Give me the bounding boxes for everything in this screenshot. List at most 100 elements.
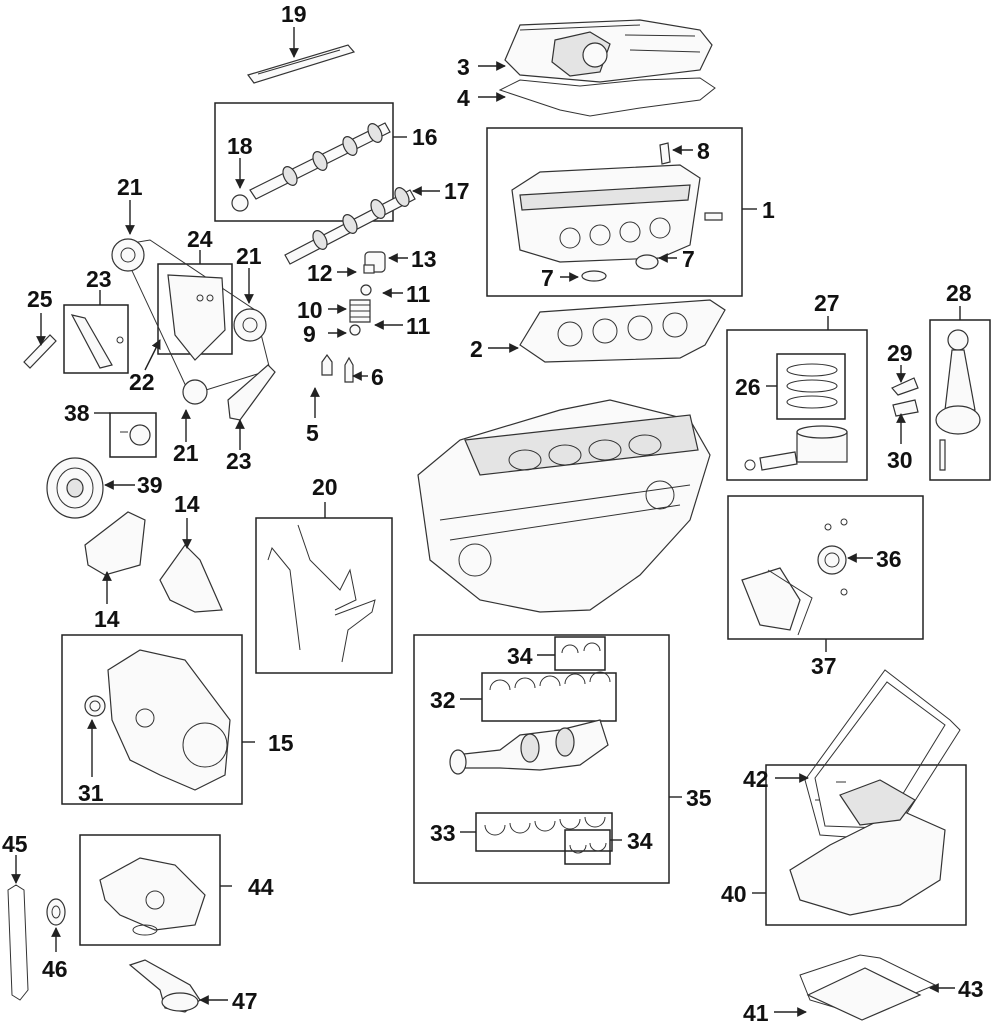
lower-oil-pan-drawing <box>799 954 937 1021</box>
callout-18: 18 <box>227 133 253 159</box>
callout-19: 19 <box>281 1 307 27</box>
head-gasket-strip-drawing <box>247 44 356 84</box>
callout-42: 42 <box>743 766 769 792</box>
timing-chain-drawing <box>111 238 271 405</box>
group-frames <box>61 102 991 946</box>
head-gasket-drawing <box>519 299 726 363</box>
callout-31: 31 <box>78 780 104 806</box>
frame-oil-pump <box>79 834 221 946</box>
callout-38: 38 <box>64 400 90 426</box>
callout-21-bottom: 21 <box>173 440 199 466</box>
chain-guide-23-drawing <box>70 314 276 421</box>
oil-pan-gasket-drawing <box>804 669 961 841</box>
callout-32: 32 <box>430 687 456 713</box>
crankshaft-pulley-drawing <box>46 457 104 519</box>
leader-lines <box>11 27 961 1017</box>
cylinder-head-drawing <box>511 142 723 282</box>
callout-6: 6 <box>371 364 384 390</box>
callout-25: 25 <box>27 286 53 312</box>
frame-thrust-bearings-top <box>554 636 606 671</box>
callout-7-left: 7 <box>541 265 554 291</box>
callout-11-bottom: 11 <box>406 313 431 339</box>
callout-14-top: 14 <box>174 491 200 517</box>
rear-seal-drawing <box>741 518 848 636</box>
frame-timing-cover <box>61 634 243 805</box>
callout-44: 44 <box>248 874 274 900</box>
callout-45: 45 <box>2 831 28 857</box>
frame-camshafts <box>214 102 394 222</box>
callout-11-top: 11 <box>406 281 431 307</box>
callout-34-top: 34 <box>507 643 533 669</box>
callout-16: 16 <box>412 124 438 150</box>
valve-cover-drawing <box>504 19 713 83</box>
cover-plates-drawing <box>84 511 223 613</box>
callout-17: 17 <box>444 178 470 204</box>
callout-1: 1 <box>762 197 775 223</box>
callout-46: 46 <box>42 956 68 982</box>
callout-28: 28 <box>946 280 972 306</box>
callout-43: 43 <box>958 976 984 1002</box>
frame-thrust-bearings-bottom <box>564 829 611 865</box>
connecting-rod-drawing <box>891 329 981 471</box>
callout-7-right: 7 <box>682 246 695 272</box>
timing-cover-gaskets-drawing <box>267 524 376 663</box>
callout-22: 22 <box>129 369 155 395</box>
engine-block-drawing <box>417 399 711 613</box>
callout-29: 29 <box>887 340 913 366</box>
callout-2: 2 <box>470 336 483 362</box>
oil-pump-sprocket-drawing <box>46 898 66 926</box>
callout-40: 40 <box>721 881 747 907</box>
callout-35: 35 <box>686 785 712 811</box>
callout-27: 27 <box>814 290 840 316</box>
oil-pickup-tube-drawing <box>128 959 201 1013</box>
callout-36: 36 <box>876 546 902 572</box>
callout-47: 47 <box>232 988 258 1014</box>
callout-23-left: 23 <box>86 266 112 292</box>
callout-37: 37 <box>811 653 837 679</box>
callout-12: 12 <box>307 260 333 286</box>
piston-assembly-drawing <box>744 363 848 471</box>
callout-30: 30 <box>887 447 913 473</box>
callout-9: 9 <box>303 321 316 347</box>
oil-pan-drawing <box>789 779 946 916</box>
oil-pump-chain-drawing <box>7 884 29 1001</box>
tensioner-bolt-drawing <box>23 334 57 369</box>
callout-8: 8 <box>697 138 710 164</box>
callout-5: 5 <box>306 420 319 446</box>
callout-24: 24 <box>187 226 213 252</box>
oil-pump-drawing <box>99 857 206 936</box>
timing-cover-drawing <box>84 649 231 791</box>
callout-23-bottom: 23 <box>226 448 252 474</box>
frame-lower-bearings <box>475 812 613 852</box>
frame-cylinder-head <box>486 127 743 297</box>
main-bearings-drawing <box>484 642 611 854</box>
callout-34-bottom: 34 <box>627 828 653 854</box>
callout-10: 10 <box>297 297 323 323</box>
frame-timing-cover-gaskets <box>255 517 393 674</box>
frame-chain-guide <box>63 304 129 374</box>
callout-3: 3 <box>457 54 470 80</box>
callout-13: 13 <box>411 246 437 272</box>
camshaft-17-drawing <box>284 187 416 265</box>
callout-39: 39 <box>137 472 163 498</box>
callout-21-right: 21 <box>236 243 262 269</box>
callout-26: 26 <box>735 374 761 400</box>
callout-20: 20 <box>312 474 338 500</box>
callout-14-bottom: 14 <box>94 606 120 632</box>
callout-33: 33 <box>430 820 456 846</box>
valve-cover-gasket-drawing <box>498 77 716 117</box>
chain-tensioner-drawing <box>109 412 157 458</box>
crankshaft-drawing <box>449 719 609 775</box>
valvetrain-drawing <box>321 251 386 383</box>
frame-crankshaft <box>413 634 670 884</box>
frame-oil-pan <box>765 764 967 926</box>
callout-4: 4 <box>457 85 470 111</box>
frame-upper-bearings <box>481 672 617 722</box>
callout-21-top: 21 <box>117 174 143 200</box>
callout-15: 15 <box>268 730 294 756</box>
camshaft-16-drawing <box>231 122 391 212</box>
frame-piston-assembly <box>726 329 868 481</box>
callout-41: 41 <box>743 1000 769 1022</box>
